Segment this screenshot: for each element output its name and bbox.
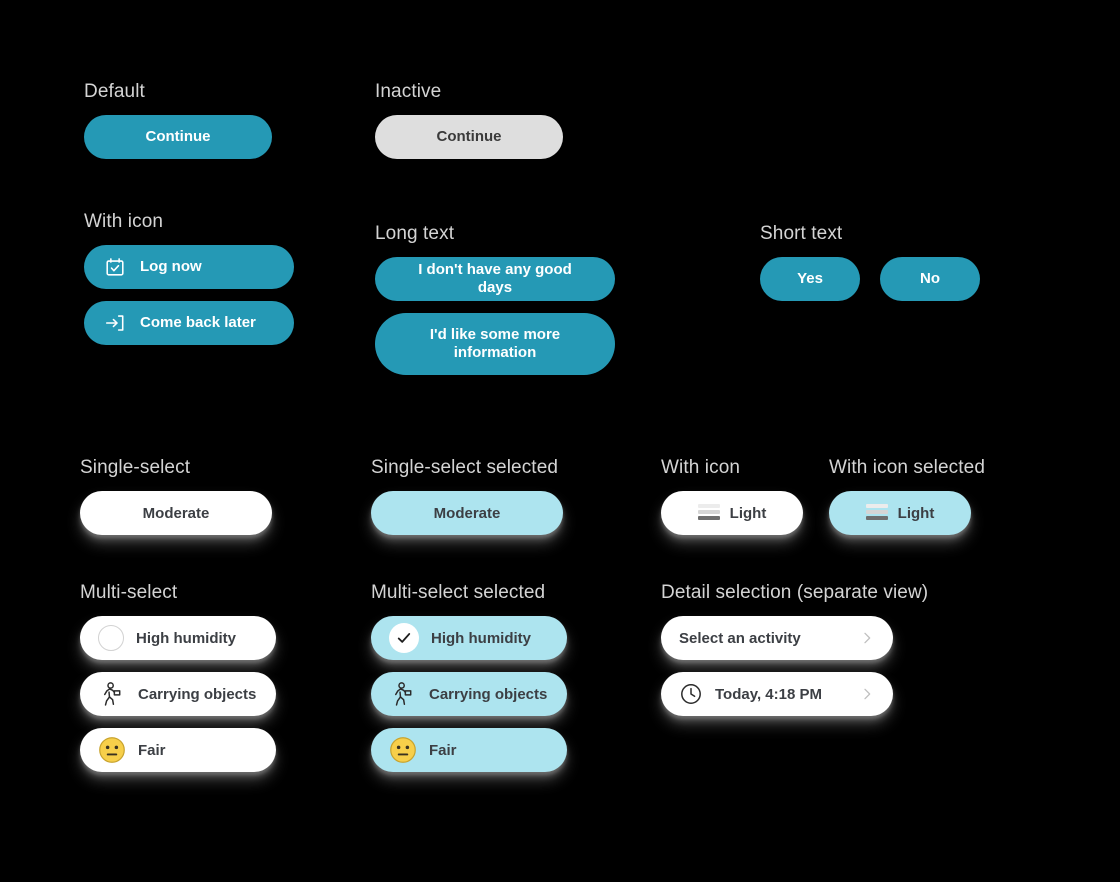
neutral-face-emoji <box>389 736 417 764</box>
group-with-icon-chip: With icon Light <box>661 458 803 535</box>
clock-icon <box>679 682 703 706</box>
group-multi-select-selected: Multi-select selected High humidity <box>371 583 567 772</box>
group-label-single-select: Single-select <box>80 457 191 478</box>
yes-button[interactable]: Yes <box>760 257 860 301</box>
multi-select-selected-list: High humidity Carrying objects <box>371 616 567 772</box>
light-option-chip-selected[interactable]: Light <box>829 491 971 535</box>
continue-button-inactive[interactable]: Continue <box>375 115 563 159</box>
group-long-text: Long text I don't have any good days I'd… <box>375 224 615 375</box>
light-option-label: Light <box>729 504 767 522</box>
multi-select-list: High humidity Carrying objects <box>80 616 276 772</box>
group-multi-select: Multi-select High humidity Ca <box>80 583 276 772</box>
come-back-later-label: Come back later <box>140 314 256 331</box>
come-back-later-button[interactable]: Come back later <box>84 301 294 345</box>
detail-row-time[interactable]: Today, 4:18 PM <box>661 672 893 716</box>
brightness-bars-icon <box>865 504 888 522</box>
neutral-face-emoji <box>98 736 126 764</box>
arrow-into-box-icon <box>104 312 126 334</box>
light-option-chip[interactable]: Light <box>661 491 803 535</box>
with-icon-button-stack: Log now Come back later <box>84 245 294 345</box>
group-label-multi-select-selected: Multi-select selected <box>371 582 546 603</box>
group-with-icon-buttons: With icon Log now <box>84 212 294 345</box>
detail-row-content: Select an activity <box>679 630 801 647</box>
group-label-short-text: Short text <box>760 223 843 244</box>
list-item-label: High humidity <box>136 629 236 647</box>
single-select-option-moderate-selected[interactable]: Moderate <box>371 491 563 535</box>
list-item-label: Fair <box>429 741 457 759</box>
list-item-label: Fair <box>138 741 166 759</box>
person-carrying-objects-icon <box>389 680 417 708</box>
person-carrying-objects-icon <box>98 680 126 708</box>
group-label-inactive: Inactive <box>375 81 442 102</box>
chevron-right-icon <box>859 686 875 702</box>
list-item-label: Carrying objects <box>138 685 257 703</box>
single-select-option-moderate[interactable]: Moderate <box>80 491 272 535</box>
list-item-label: High humidity <box>431 629 531 647</box>
checked-circle-icon <box>389 623 419 653</box>
continue-button[interactable]: Continue <box>84 115 272 159</box>
group-label-with-icon: With icon <box>84 211 164 232</box>
group-detail-selection: Detail selection (separate view) Select … <box>661 583 928 716</box>
short-text-button-row: Yes No <box>760 257 980 301</box>
chevron-right-icon <box>859 630 875 646</box>
brightness-bars-icon <box>697 504 720 522</box>
group-default: Default Continue <box>84 82 272 159</box>
group-label-default: Default <box>84 81 145 102</box>
multi-select-item-carrying-objects[interactable]: Carrying objects <box>80 672 276 716</box>
group-label-detail-selection: Detail selection (separate view) <box>661 582 929 603</box>
detail-row-select-activity[interactable]: Select an activity <box>661 616 893 660</box>
group-label-long-text: Long text <box>375 223 455 244</box>
multi-select-selected-item-fair[interactable]: Fair <box>371 728 567 772</box>
group-inactive: Inactive Continue <box>375 82 563 159</box>
no-button[interactable]: No <box>880 257 980 301</box>
detail-row-label: Today, 4:18 PM <box>715 685 822 703</box>
log-now-button[interactable]: Log now <box>84 245 294 289</box>
group-single-select: Single-select Moderate <box>80 458 272 535</box>
no-good-days-button[interactable]: I don't have any good days <box>375 257 615 301</box>
calendar-check-icon <box>104 256 126 278</box>
long-text-button-stack: I don't have any good days I'd like some… <box>375 257 615 375</box>
more-information-button[interactable]: I'd like some more information <box>375 313 615 375</box>
detail-row-label: Select an activity <box>679 629 801 647</box>
group-label-single-select-selected: Single-select selected <box>371 457 559 478</box>
group-label-with-icon-chip-selected: With icon selected <box>829 457 985 478</box>
group-label-multi-select: Multi-select <box>80 582 178 603</box>
detail-selection-list: Select an activity Today, <box>661 616 928 716</box>
multi-select-item-fair[interactable]: Fair <box>80 728 276 772</box>
multi-select-selected-item-carrying-objects[interactable]: Carrying objects <box>371 672 567 716</box>
group-label-with-icon-chip: With icon <box>661 457 741 478</box>
light-option-label-selected: Light <box>897 504 935 522</box>
log-now-label: Log now <box>140 258 202 275</box>
list-item-label: Carrying objects <box>429 685 548 703</box>
multi-select-item-high-humidity[interactable]: High humidity <box>80 616 276 660</box>
group-short-text: Short text Yes No <box>760 224 980 301</box>
detail-row-content: Today, 4:18 PM <box>679 682 822 706</box>
group-single-select-selected: Single-select selected Moderate <box>371 458 563 535</box>
multi-select-selected-item-high-humidity[interactable]: High humidity <box>371 616 567 660</box>
empty-circle-icon <box>98 625 124 651</box>
group-with-icon-chip-selected: With icon selected Light <box>829 458 985 535</box>
